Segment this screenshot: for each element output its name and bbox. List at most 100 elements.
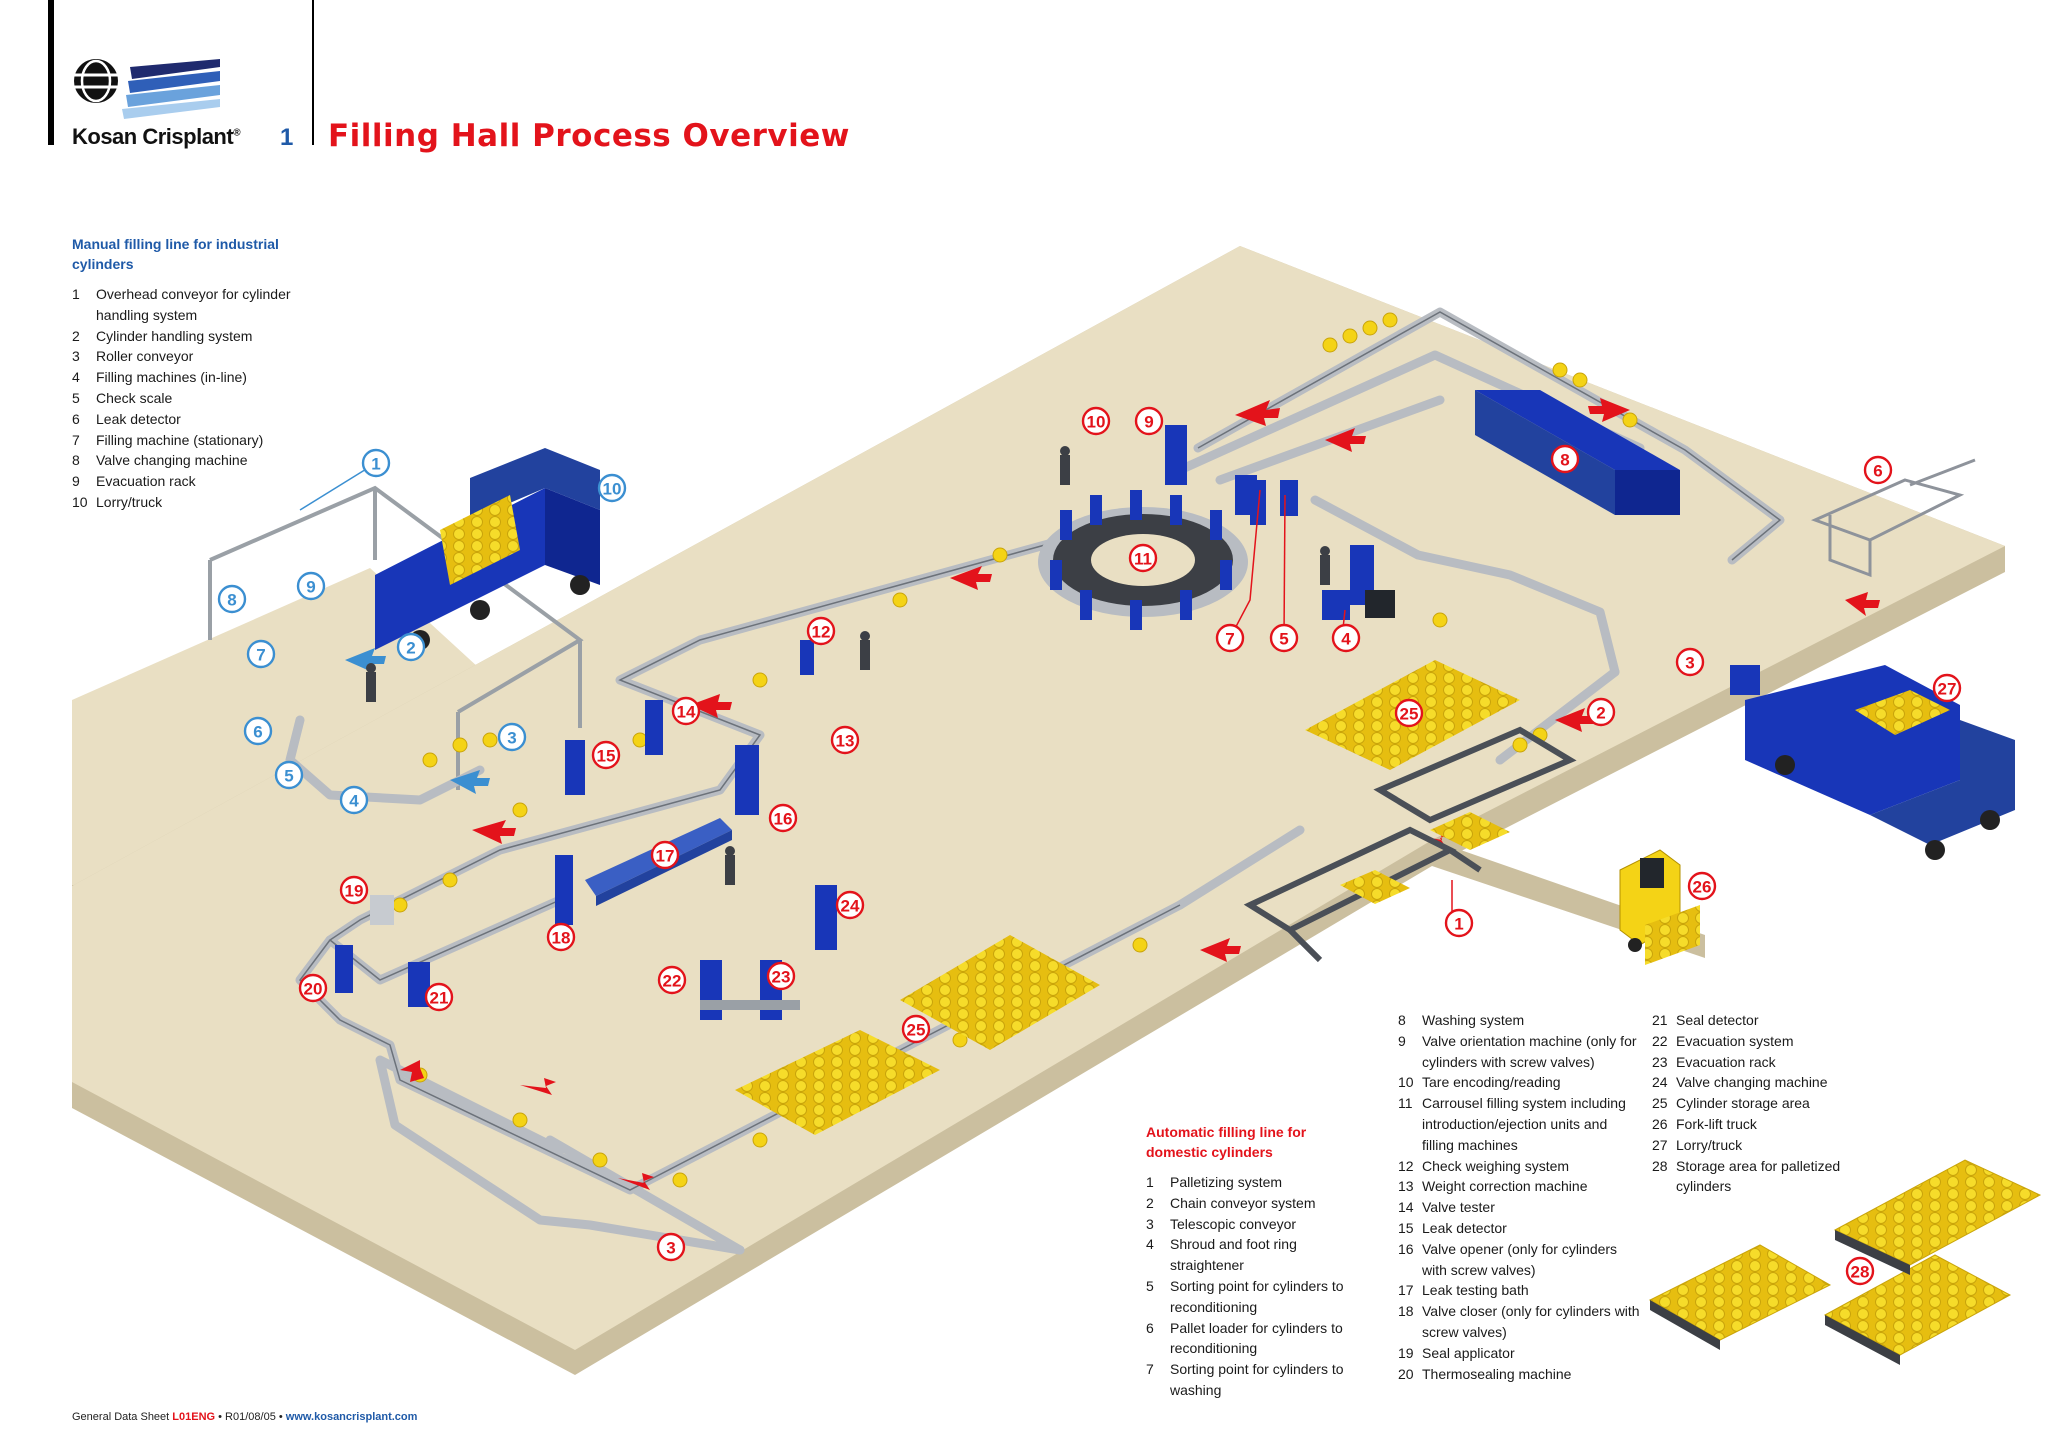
page-title: Filling Hall Process Overview [328, 118, 850, 154]
legend-item-number: 21 [1652, 1012, 1668, 1028]
callout-circle [766, 961, 796, 991]
legend-item-number: 11 [1398, 1095, 1413, 1112]
callout-25: 25 [901, 1014, 931, 1044]
callout-circle [657, 965, 687, 995]
legend-item-number: 19 [1398, 1344, 1414, 1361]
callout-number: 6 [253, 723, 262, 742]
legend-item-number: 5 [1146, 1277, 1154, 1294]
legend-item-text: Leak detector [96, 410, 181, 427]
footer-url[interactable]: www.kosancrisplant.com [285, 1411, 418, 1423]
legend-item-number: 2 [1146, 1194, 1154, 1211]
callout-5: 5 [274, 760, 304, 790]
footer-prefix: General Data Sheet [72, 1411, 173, 1423]
legend-item-number: 16 [1398, 1240, 1414, 1257]
legend-item-number: 13 [1398, 1178, 1414, 1195]
legend-item-text: Valve changing machine [96, 452, 248, 469]
legend-item-text: Evacuation rack [96, 473, 196, 490]
legend-item-number: 2 [72, 327, 80, 344]
callout-10: 10 [1081, 406, 1111, 436]
legend-item: 24 Valve changing machine [1652, 1072, 1852, 1093]
callout-circle [1586, 697, 1616, 727]
callout-number: 18 [552, 929, 571, 948]
legend-item-text: Telescopic conveyor [1170, 1215, 1297, 1232]
legend-item-text: Valve tester [1422, 1199, 1495, 1216]
callout-18: 18 [546, 922, 576, 952]
callout-circle [274, 760, 304, 790]
callout-14: 14 [671, 696, 701, 726]
legend-item-number: 8 [1398, 1012, 1406, 1028]
callout-circle [1550, 444, 1580, 474]
callout-11: 11 [1128, 543, 1158, 573]
callout-9: 9 [296, 571, 326, 601]
callout-27: 27 [1932, 673, 1962, 703]
callout-6: 6 [1863, 455, 1893, 485]
callout-number: 4 [1341, 630, 1351, 649]
header-accent-bar [48, 0, 54, 145]
legend-item-number: 24 [1652, 1074, 1668, 1091]
callout-number: 12 [812, 623, 831, 642]
legend-item-text: Leak detector [1422, 1219, 1507, 1236]
callout-circle [217, 584, 247, 614]
callout-19: 19 [339, 875, 369, 905]
legend-item-number: 4 [72, 369, 80, 386]
legend-item-text: Leak testing bath [1422, 1282, 1529, 1299]
callout-circle [597, 473, 627, 503]
callout-25: 25 [1394, 698, 1424, 728]
callout-circle [424, 982, 454, 1012]
legend-item-text: Evacuation rack [1676, 1053, 1776, 1070]
manual-line-legend-title: Manual filling line for industrial cylin… [72, 236, 279, 272]
legend-item-text: Washing system [1422, 1012, 1525, 1028]
callout-number: 16 [774, 810, 793, 829]
legend-item-text: Valve closer (only for cylinders with sc… [1422, 1303, 1640, 1340]
legend-item-text: Lorry/truck [96, 493, 163, 510]
legend-item-text: Sorting point for cylinders to washing [1170, 1361, 1344, 1398]
callout-circle [1081, 406, 1111, 436]
callout-circle [768, 803, 798, 833]
palletizing-pallets [1340, 812, 1510, 904]
callout-leaders-blue [299, 462, 377, 511]
legend-item: 17 Leak testing bath [1398, 1280, 1640, 1301]
legend-item: 3 Telescopic conveyor [1146, 1214, 1366, 1235]
blue-flow-arrows [345, 648, 490, 794]
callout-9: 9 [1134, 406, 1164, 436]
callout-3: 3 [656, 1232, 686, 1262]
callout-circle [650, 840, 680, 870]
footer-code: L01ENG [172, 1411, 216, 1423]
kosan-crisplant-logo [74, 59, 220, 119]
callout-8: 8 [217, 584, 247, 614]
legend-item-text: Tare encoding/reading [1422, 1074, 1561, 1091]
legend-item-text: Valve opener (only for cylinders with sc… [1422, 1240, 1618, 1278]
callout-16: 16 [768, 803, 798, 833]
callout-2: 2 [1586, 697, 1616, 727]
callout-5: 5 [1269, 623, 1299, 653]
legend-item-number: 17 [1398, 1282, 1414, 1299]
legend-item-text: Valve changing machine [1676, 1074, 1828, 1091]
legend-item-number: 3 [1146, 1215, 1154, 1232]
callout-number: 5 [284, 767, 293, 786]
callout-circle [830, 725, 860, 755]
callout-number: 4 [349, 792, 359, 811]
callout-number: 2 [1596, 704, 1605, 723]
callout-circle [1687, 871, 1717, 901]
callout-3: 3 [497, 722, 527, 752]
callout-number: 10 [603, 480, 622, 499]
callout-number: 9 [306, 578, 315, 597]
callout-number: 26 [1693, 878, 1712, 897]
footer: General Data Sheet L01ENG • R01/08/05 • … [72, 1411, 417, 1423]
callout-circle [1845, 1256, 1875, 1286]
